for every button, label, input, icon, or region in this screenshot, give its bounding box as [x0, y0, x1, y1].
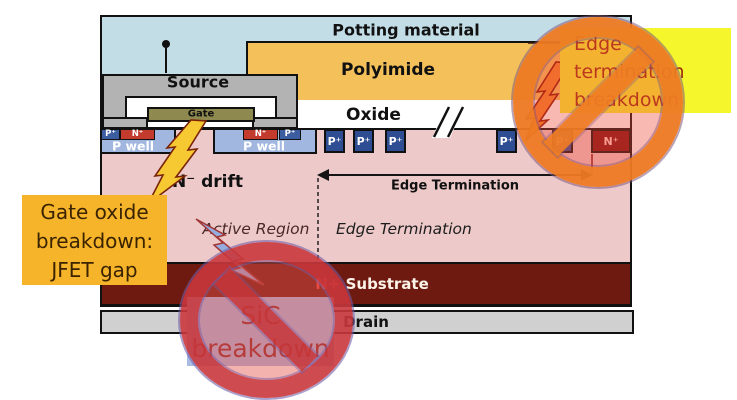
oxide-label: Oxide: [346, 105, 401, 125]
potting-material-label: Potting material: [332, 20, 480, 40]
termination-p-plus-ring: P⁺: [353, 129, 374, 153]
p-well-label: P well: [111, 138, 155, 154]
edge-termination-region-label: Edge Termination: [336, 220, 472, 238]
active-region-label: Active Region: [202, 220, 310, 238]
no-symbol-icon: [180, 242, 353, 398]
n-plus-implant: N⁺: [243, 129, 278, 140]
drain-label: Drain: [343, 313, 389, 331]
edge-termination-span-label: Edge Termination: [390, 178, 520, 194]
polyimide-label: Polyimide: [340, 60, 436, 80]
callout-line: breakdown:: [35, 229, 154, 253]
termination-p-plus-ring: P⁺: [496, 129, 517, 153]
no-symbol-icon: [513, 17, 683, 187]
source-label: Source: [166, 72, 230, 92]
termination-p-plus-ring: P⁺: [385, 129, 406, 153]
p-plus-implant: P⁺: [279, 129, 301, 140]
termination-p-plus-ring: P⁺: [324, 129, 345, 153]
substrate-name: Substrate: [345, 275, 429, 293]
callout-line: JFET gap: [51, 258, 138, 282]
n-drift-label: N⁻ drift: [172, 172, 244, 192]
no-symbol-slash: [214, 268, 318, 372]
gate-oxide-breakdown-callout: Gate oxide breakdown: JFET gap: [22, 195, 167, 285]
gate-label: Gate: [187, 108, 215, 120]
callout-line: Gate oxide: [40, 200, 149, 224]
no-symbol-slash: [543, 47, 653, 157]
p-well-label: P well: [242, 138, 286, 154]
